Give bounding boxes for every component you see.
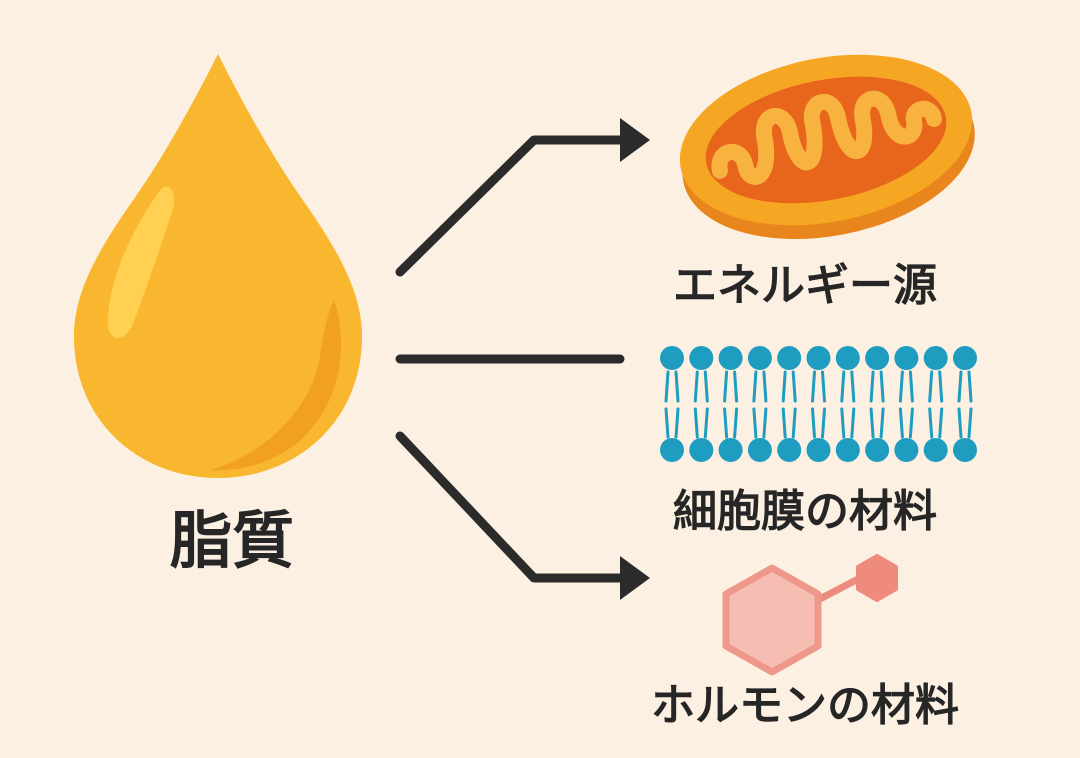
lipid-head <box>747 438 772 462</box>
lipid-head <box>835 438 860 462</box>
lipid-head <box>806 346 831 370</box>
lipid-tail <box>957 370 963 403</box>
lipid-head <box>835 346 860 370</box>
lipid-tail <box>850 370 856 403</box>
lipid-tail <box>703 407 709 439</box>
lipid-head <box>718 346 743 370</box>
oil-drop-icon <box>74 54 362 478</box>
lipid-tail <box>967 407 973 439</box>
lipid-tail <box>850 407 856 439</box>
lipid-tail <box>869 407 875 439</box>
lipid-head <box>777 346 802 370</box>
lipid-head <box>953 438 977 462</box>
lipid-tail <box>840 370 846 403</box>
lipid-head <box>718 438 743 462</box>
lipid-tail <box>791 370 797 403</box>
lipid-tail <box>879 407 885 439</box>
lipid-tail <box>928 370 934 403</box>
lipid-head <box>923 438 948 462</box>
lipid-tail <box>781 407 787 439</box>
lipid-tail <box>733 407 739 439</box>
arrow-to-hormone <box>395 431 625 583</box>
lipid-tail <box>879 370 885 403</box>
source-label: 脂質 <box>169 504 294 577</box>
arrowhead-hormone <box>620 556 650 600</box>
lipid-tail <box>664 407 670 439</box>
lipid-tail <box>723 407 729 439</box>
lipid-head <box>894 346 919 370</box>
mitochondria-icon <box>679 54 975 240</box>
lipid-tail <box>957 407 963 439</box>
lipid-tail <box>693 370 699 403</box>
role-label-energy: エネルギー源 <box>673 260 937 311</box>
lipid-tail <box>723 370 729 403</box>
lipid-head <box>689 438 714 462</box>
lipid-tail <box>693 407 699 439</box>
lipid-tail <box>811 407 816 439</box>
lipid-head <box>894 438 919 462</box>
lipid-tail <box>733 370 739 403</box>
lipid-tail <box>967 370 973 403</box>
arrow-to-energy <box>395 135 625 277</box>
hormone-molecule-icon <box>722 554 898 676</box>
lipid-tail <box>674 370 680 403</box>
lipid-head <box>660 438 684 462</box>
arrows <box>395 135 625 583</box>
lipid-tail <box>791 407 797 439</box>
lipid-tail <box>938 370 944 403</box>
lipid-tail <box>938 407 944 439</box>
lipid-tail <box>908 407 914 439</box>
lipid-head <box>806 438 831 462</box>
lipid-tail <box>664 370 670 403</box>
lipid-tail <box>703 370 709 403</box>
lipid-tail <box>869 370 875 403</box>
lipid-tail <box>898 370 904 403</box>
lipid-tail <box>811 370 816 403</box>
lipid-tail <box>898 407 904 439</box>
lipid-head <box>747 346 772 370</box>
arrowhead-energy <box>620 118 650 162</box>
lipid-tail <box>752 370 758 403</box>
lipid-head <box>777 438 802 462</box>
lipid-tail <box>674 407 680 439</box>
lipid-head <box>689 346 714 370</box>
lipid-tail <box>908 370 914 403</box>
lipid-bilayer-icon <box>660 346 977 462</box>
lipid-head <box>660 346 684 370</box>
lipid-tail <box>840 407 846 439</box>
lipid-tail <box>821 407 826 439</box>
lipid-head <box>865 346 890 370</box>
lipid-head <box>923 346 948 370</box>
lipid-tail <box>781 370 787 403</box>
lipid-tail <box>928 407 934 439</box>
lipid-tail <box>752 407 758 439</box>
lipid-tail <box>821 370 826 403</box>
lipid-tail <box>762 370 768 403</box>
role-label-membrane: 細胞膜の材料 <box>673 486 937 537</box>
lipid-head <box>865 438 890 462</box>
lipid-tail <box>762 407 768 439</box>
role-label-hormone: ホルモンの材料 <box>651 680 959 731</box>
lipid-head <box>953 346 977 370</box>
